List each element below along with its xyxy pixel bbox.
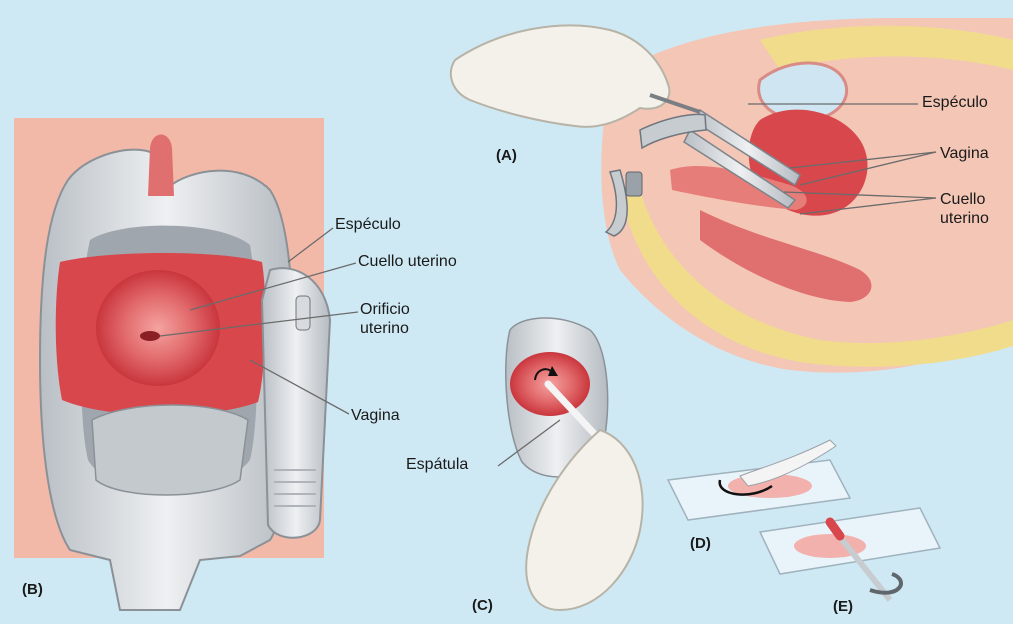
label-especulo-b: Espéculo — [335, 215, 401, 234]
panel-a-label: (A) — [496, 146, 517, 165]
label-vagina-b: Vagina — [351, 406, 400, 425]
speculum-screw — [296, 296, 310, 330]
speculum-lower-blade — [92, 405, 248, 495]
panel-d-slide — [668, 440, 850, 520]
panel-b-label: (B) — [22, 580, 43, 599]
label-vagina-a: Vagina — [940, 144, 989, 163]
panel-d-label: (D) — [690, 534, 711, 553]
panel-e-label: (E) — [833, 597, 853, 616]
label-orificio-uterino: Orificio uterino — [360, 300, 440, 338]
panel-e-slide — [760, 508, 940, 600]
panel-b-speculum-view — [14, 118, 330, 610]
label-cuello-uterino-b: Cuello uterino — [358, 252, 457, 271]
label-cuello-uterino-a: Cuello uterino — [940, 190, 1010, 228]
uterine-os — [140, 331, 160, 341]
cervix — [96, 270, 220, 386]
label-espatula: Espátula — [406, 455, 468, 474]
label-especulo-a: Espéculo — [922, 93, 988, 112]
clitoral-hood — [148, 135, 174, 197]
panel-c-sampling — [506, 318, 643, 610]
panel-c-label: (C) — [472, 596, 493, 615]
